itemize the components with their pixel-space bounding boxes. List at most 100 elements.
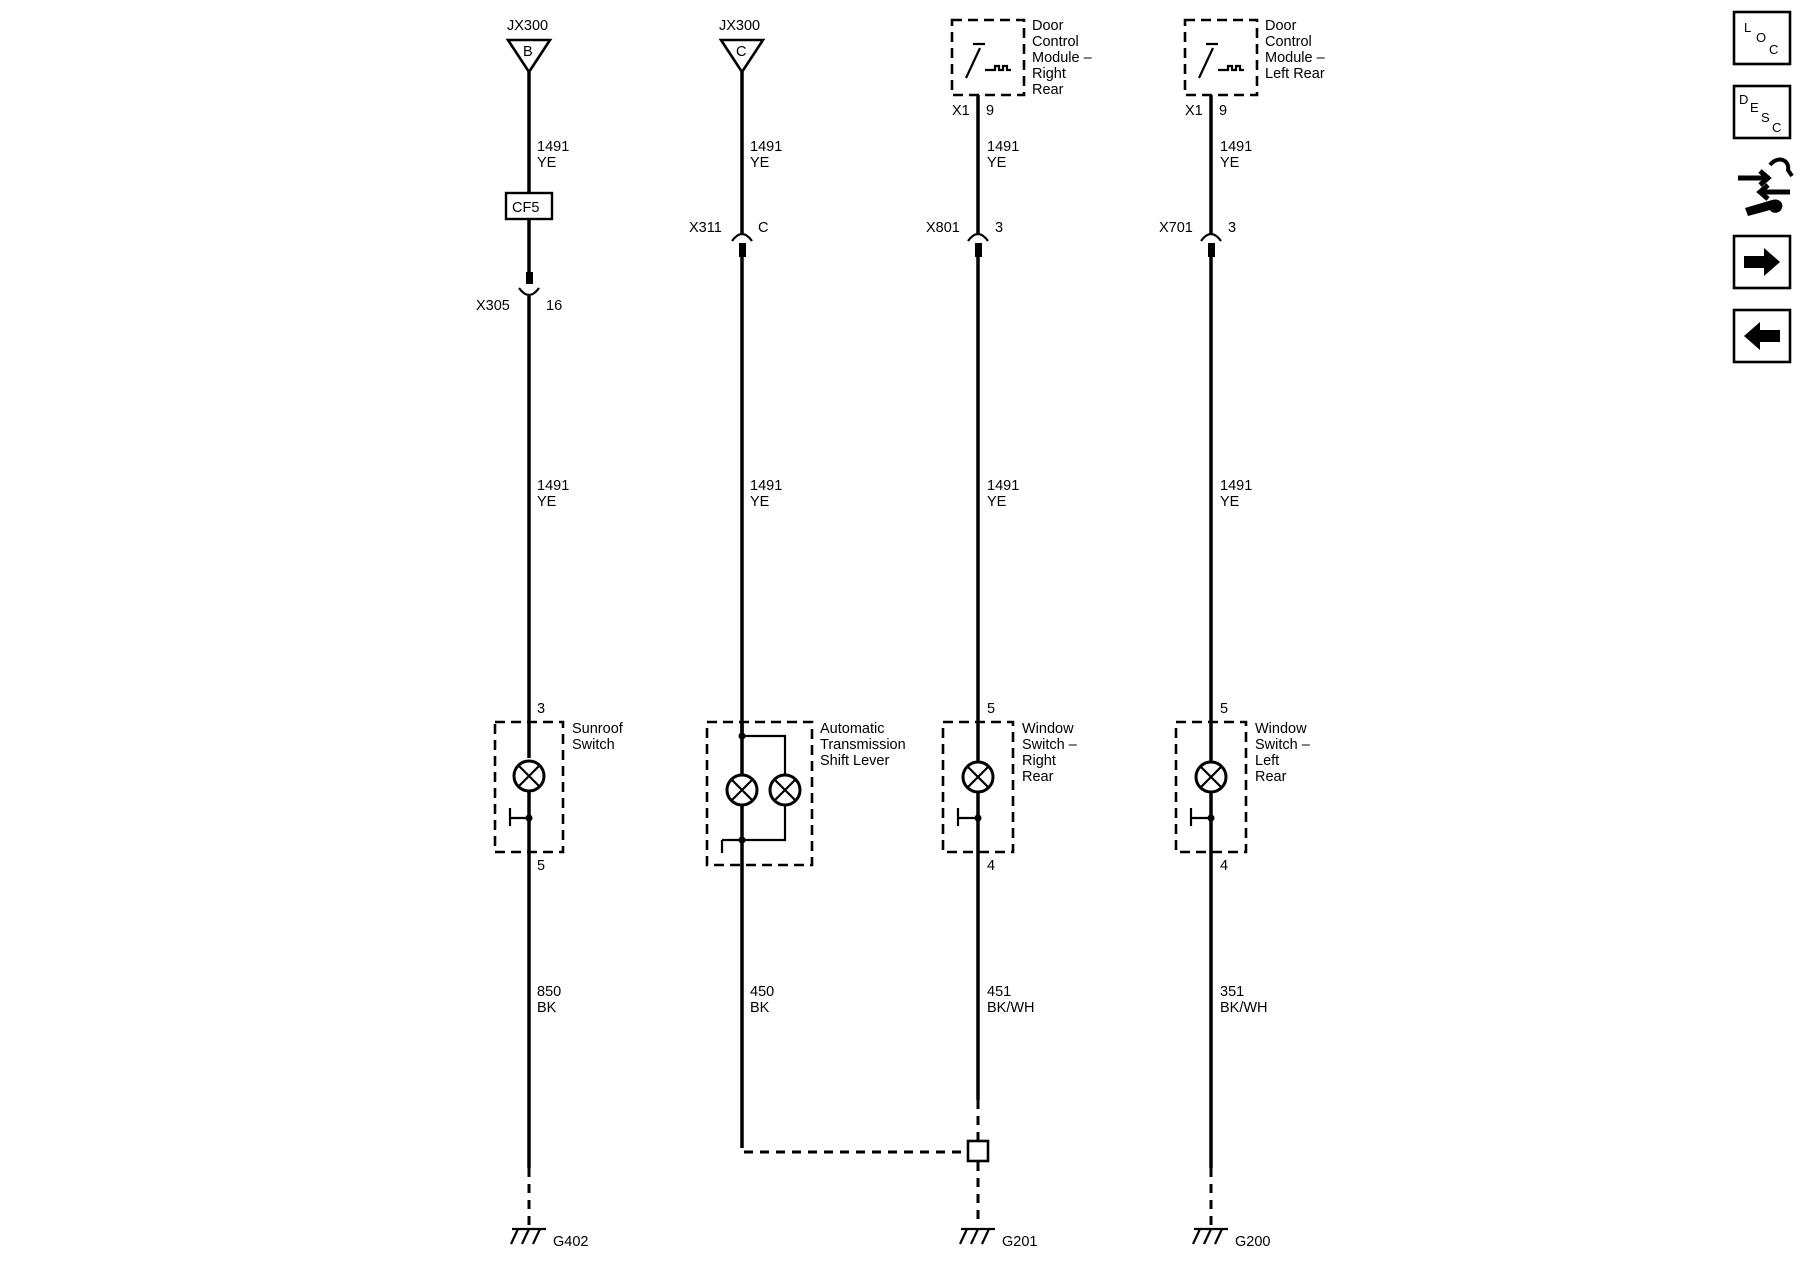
connector-pin-icon [975, 243, 982, 257]
wire-color: YE [537, 155, 557, 171]
arrow-right-icon [1744, 248, 1780, 276]
module-connector: X1 [1185, 103, 1203, 119]
source-label: JX300 [719, 18, 760, 34]
switch-contact-icon [1189, 808, 1211, 826]
module-pin: 9 [1219, 103, 1227, 119]
wire-circuit: 1491 [750, 478, 782, 494]
component-name: Window [1022, 721, 1074, 737]
component-box [705, 720, 814, 867]
ground-icon [510, 1227, 546, 1245]
pin-in: 3 [537, 701, 545, 717]
module-switch-icon [965, 42, 1011, 79]
wire-circuit: 1491 [1220, 139, 1252, 155]
svg-text:C: C [1769, 42, 1778, 57]
pin-in: 5 [1220, 701, 1228, 717]
connector-name: X801 [926, 220, 960, 236]
connector-pin: C [758, 220, 768, 236]
loc-icon: L O C [1744, 20, 1778, 57]
arrow-left-icon [1744, 322, 1780, 350]
module-name: Left Rear [1265, 66, 1325, 82]
wire-color: YE [750, 155, 770, 171]
module-name: Module – [1032, 50, 1093, 66]
connector-cup-icon [518, 287, 540, 297]
connector-pin-icon [526, 272, 533, 284]
svg-text:E: E [1750, 100, 1759, 115]
splice-pack-icon [966, 1139, 990, 1163]
component-name: Left [1255, 753, 1279, 769]
module-name: Door [1032, 18, 1064, 34]
lamp-icon [512, 759, 546, 793]
wire-circuit: 1491 [537, 478, 569, 494]
circuit-window-switch-right-rear: Door Control Module – Right Rear X1 9 14… [926, 18, 1093, 1250]
module-name: Control [1265, 34, 1312, 50]
module-name: Door [1265, 18, 1297, 34]
connector-name: X311 [689, 220, 722, 236]
connector-pin: 3 [995, 220, 1003, 236]
module-box [950, 18, 1026, 97]
wire-circuit: 1491 [750, 139, 782, 155]
module-connector: X1 [952, 103, 970, 119]
ground-label: G201 [1002, 1234, 1037, 1250]
pin-out: 4 [1220, 858, 1228, 874]
component-name: Switch – [1255, 737, 1311, 753]
connector-cup-icon [731, 232, 753, 242]
desc-icon: D E S C [1739, 92, 1781, 135]
connector-cup-icon [1200, 232, 1222, 242]
source-label: JX300 [507, 18, 548, 34]
module-box [1183, 18, 1259, 97]
svg-text:O: O [1756, 30, 1766, 45]
pin-in: 5 [987, 701, 995, 717]
wire-color: YE [1220, 494, 1240, 510]
circuit-sunroof-switch: JX300 B 1491 YE CF5 X305 16 1491 YE 3 Su… [476, 18, 624, 1250]
svg-text:L: L [1744, 20, 1751, 35]
component-name: Switch – [1022, 737, 1078, 753]
circuit-shift-lever: JX300 C 1491 YE X311 C 1491 YE Automatic… [689, 18, 968, 1154]
wire-circuit: 351 [1220, 984, 1244, 1000]
source-pin: C [736, 44, 746, 60]
diagnostics-button[interactable] [1738, 157, 1794, 216]
connector-cup-icon [967, 232, 989, 242]
circuit-window-switch-left-rear: Door Control Module – Left Rear X1 9 149… [1159, 18, 1326, 1250]
next-button[interactable] [1732, 234, 1792, 290]
svg-text:C: C [1772, 120, 1781, 135]
ground-icon [1192, 1227, 1228, 1245]
module-name: Rear [1032, 82, 1064, 98]
wire-color: YE [537, 494, 557, 510]
ground-icon [959, 1227, 995, 1245]
location-button[interactable]: L O C [1732, 10, 1792, 66]
component-name: Transmission [820, 737, 906, 753]
module-switch-icon [1198, 42, 1244, 79]
wire-color: BK/WH [1220, 1000, 1268, 1016]
pin-out: 5 [537, 858, 545, 874]
component-name: Rear [1255, 769, 1287, 785]
wire-circuit: 450 [750, 984, 774, 1000]
description-button[interactable]: D E S C [1732, 84, 1792, 140]
fuse-label: CF5 [512, 200, 539, 216]
previous-button[interactable] [1732, 308, 1792, 364]
source-pin: B [523, 44, 533, 60]
svg-text:D: D [1739, 92, 1748, 107]
wire-circuit: 850 [537, 984, 561, 1000]
fuse-box [504, 191, 554, 221]
component-name: Right [1022, 753, 1056, 769]
module-pin: 9 [986, 103, 994, 119]
lamp-icon [768, 773, 802, 807]
component-name: Sunroof [572, 721, 624, 737]
connector-name: X305 [476, 298, 510, 314]
connector-pin: 16 [546, 298, 562, 314]
connector-pin-icon [1208, 243, 1215, 257]
wire-circuit: 1491 [987, 139, 1019, 155]
wire-color: YE [987, 155, 1007, 171]
diagnostic-tools-icon [1738, 157, 1794, 216]
wire-color: BK [537, 1000, 557, 1016]
ground-label: G402 [553, 1234, 588, 1250]
component-name: Shift Lever [820, 753, 889, 769]
module-name: Right [1032, 66, 1066, 82]
connector-name: X701 [1159, 220, 1193, 236]
component-name: Automatic [820, 721, 884, 737]
wire-color: BK/WH [987, 1000, 1035, 1016]
pin-out: 4 [987, 858, 995, 874]
switch-contact-icon [508, 808, 529, 826]
component-name: Switch [572, 737, 615, 753]
